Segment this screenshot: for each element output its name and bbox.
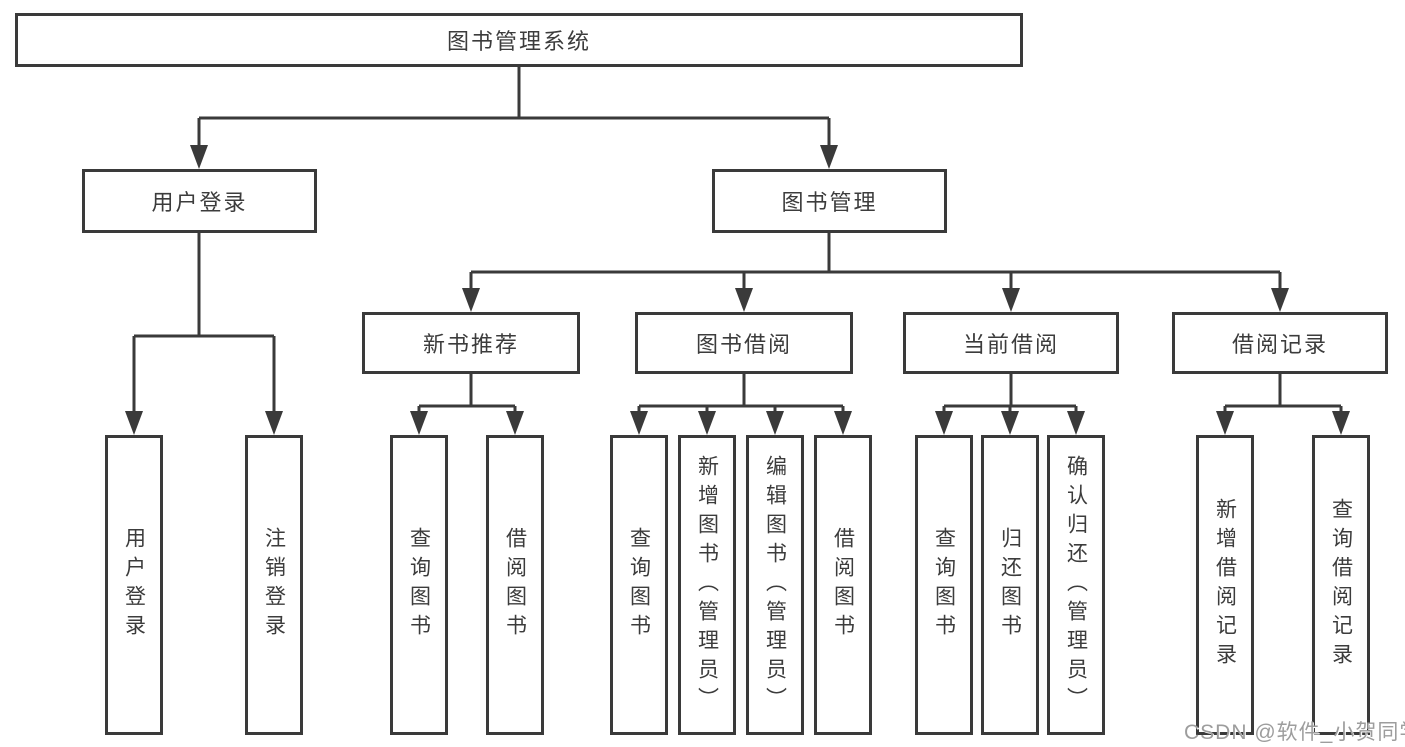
leaf-query-books-recommend: 查询图书	[390, 435, 448, 735]
arrowhead-icon	[410, 411, 428, 435]
leaf-add-borrow-record: 新增借阅记录	[1196, 435, 1254, 735]
node-library-management-system: 图书管理系统	[15, 13, 1023, 67]
connector-root	[197, 67, 831, 150]
node-label: 当前借阅	[962, 332, 1059, 357]
arrowhead-icon	[1271, 288, 1289, 312]
node-label: 图书管理系统	[446, 29, 591, 54]
node-label: 注销登录	[262, 527, 286, 643]
arrowhead-icon	[190, 145, 208, 169]
node-user-login: 用户登录	[82, 169, 317, 233]
connector-borrowing-records	[1223, 374, 1343, 414]
leaf-query-books-current: 查询图书	[915, 435, 973, 735]
arrowhead-icon	[766, 411, 784, 435]
leaf-confirm-return-admin: 确认归还（管理员）	[1047, 435, 1105, 735]
watermark: CSDN @软件_小贺同学	[1184, 721, 1405, 744]
arrowhead-icon	[1332, 411, 1350, 435]
connector-new-book-recommendation	[417, 374, 517, 414]
node-label: 新增图书（管理员）	[695, 454, 719, 716]
arrowhead-icon	[1002, 288, 1020, 312]
arrowhead-icon	[820, 145, 838, 169]
node-label: 查询借阅记录	[1329, 498, 1353, 672]
arrowhead-icon	[735, 288, 753, 312]
node-label: 查询图书	[627, 527, 651, 643]
node-borrowing-records: 借阅记录	[1172, 312, 1388, 374]
leaf-query-borrow-record: 查询借阅记录	[1312, 435, 1370, 735]
node-label: 编辑图书（管理员）	[763, 454, 787, 716]
arrowhead-icon	[935, 411, 953, 435]
leaf-borrow-books-recommend: 借阅图书	[486, 435, 544, 735]
node-label: 用户登录	[122, 527, 146, 643]
connector-book-management	[469, 233, 1282, 291]
arrowhead-icon	[265, 411, 283, 435]
node-label: 借阅图书	[503, 527, 527, 643]
node-label: 查询图书	[932, 527, 956, 643]
arrowhead-group	[125, 145, 1350, 435]
arrowhead-icon	[462, 288, 480, 312]
leaf-user-login: 用户登录	[105, 435, 163, 735]
node-label: 图书管理	[781, 190, 878, 215]
arrowhead-icon	[125, 411, 143, 435]
connector-user-login	[132, 233, 276, 414]
node-label: 借阅记录	[1231, 332, 1328, 357]
node-book-borrowing: 图书借阅	[635, 312, 853, 374]
arrowhead-icon	[834, 411, 852, 435]
node-book-management: 图书管理	[712, 169, 947, 233]
node-label: 借阅图书	[831, 527, 855, 643]
arrowhead-icon	[698, 411, 716, 435]
node-label: 新增借阅记录	[1213, 498, 1237, 672]
node-label: 确认归还（管理员）	[1064, 454, 1088, 716]
arrowhead-icon	[1001, 411, 1019, 435]
node-new-book-recommendation: 新书推荐	[362, 312, 580, 374]
node-label: 归还图书	[998, 527, 1022, 643]
leaf-edit-books-admin: 编辑图书（管理员）	[746, 435, 804, 735]
arrowhead-icon	[630, 411, 648, 435]
leaf-logout: 注销登录	[245, 435, 303, 735]
leaf-query-books-borrow: 查询图书	[610, 435, 668, 735]
arrowhead-icon	[1216, 411, 1234, 435]
connector-book-borrowing	[637, 374, 845, 414]
leaf-add-books-admin: 新增图书（管理员）	[678, 435, 736, 735]
node-label: 查询图书	[407, 527, 431, 643]
node-label: 图书借阅	[695, 332, 792, 357]
leaf-return-books: 归还图书	[981, 435, 1039, 735]
connector-current-borrowing	[942, 374, 1078, 414]
node-current-borrowing: 当前借阅	[903, 312, 1119, 374]
node-label: 新书推荐	[422, 332, 519, 357]
arrowhead-icon	[1067, 411, 1085, 435]
leaf-borrow-books: 借阅图书	[814, 435, 872, 735]
node-label: 用户登录	[151, 190, 248, 215]
arrowhead-icon	[506, 411, 524, 435]
